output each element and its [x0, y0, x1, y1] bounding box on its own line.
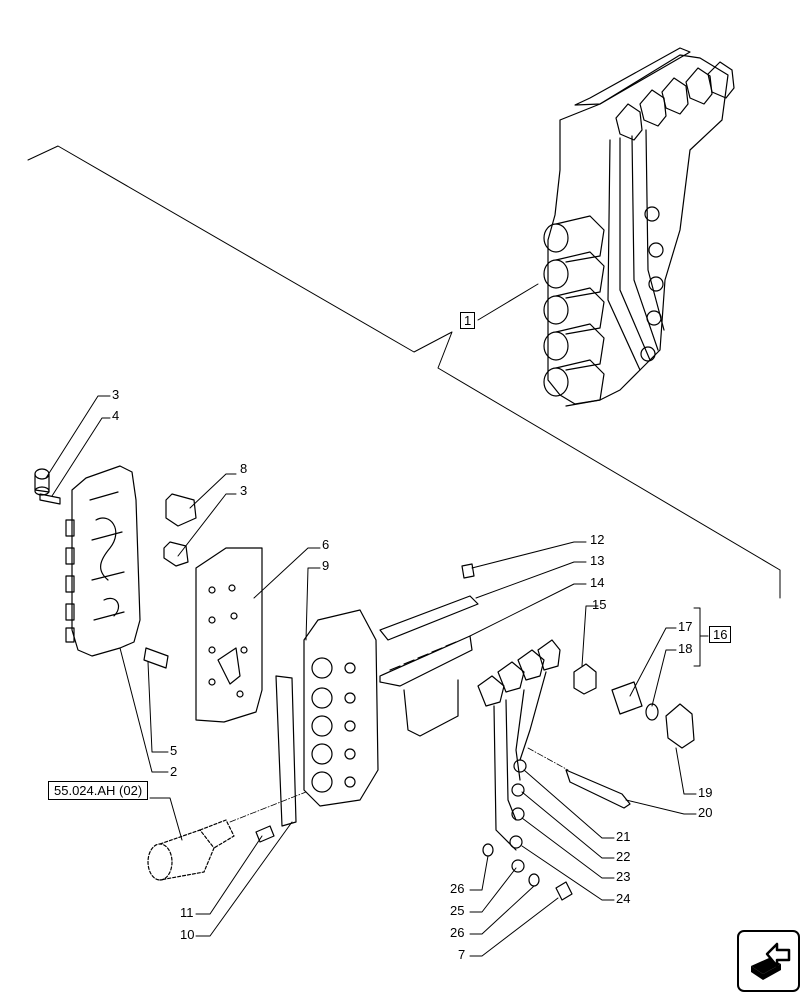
- callout-14[interactable]: 14: [590, 575, 605, 590]
- callout-5[interactable]: 5: [170, 743, 178, 758]
- callout-24[interactable]: 24: [616, 891, 631, 906]
- valve-cover-drawing: [65, 465, 141, 657]
- callout-13[interactable]: 13: [590, 553, 605, 568]
- bushing-8-drawing: [165, 493, 197, 527]
- callout-18[interactable]: 18: [678, 641, 693, 656]
- plate-14-drawing: [379, 635, 473, 737]
- leader-lines: [45, 283, 709, 957]
- valve-body-9-drawing: [303, 609, 379, 807]
- fitting-15-drawing: [573, 663, 597, 695]
- callout-26-lower[interactable]: 26: [450, 925, 465, 940]
- callout-10[interactable]: 10: [180, 927, 195, 942]
- callout-3-right[interactable]: 3: [240, 483, 248, 498]
- alignment-line: [527, 747, 569, 771]
- screw-5-drawing: [143, 647, 169, 669]
- callout-19[interactable]: 19: [698, 785, 713, 800]
- callout-2[interactable]: 2: [170, 764, 178, 779]
- screw-12-drawing: [461, 563, 475, 579]
- wire-harness-drawing: [477, 639, 561, 873]
- callout-12[interactable]: 12: [590, 532, 605, 547]
- callout-20[interactable]: 20: [698, 805, 713, 820]
- callout-23[interactable]: 23: [616, 869, 631, 884]
- callout-4[interactable]: 4: [112, 408, 120, 423]
- pin-3-drawing: [34, 468, 50, 496]
- gasket-6-drawing: [195, 547, 263, 723]
- screw-11-drawing: [255, 825, 275, 843]
- washer-26-drawing: [482, 843, 540, 887]
- reference-link-box[interactable]: 55.024.AH (02): [48, 781, 149, 800]
- solenoid-drawing: [147, 819, 235, 881]
- callout-22[interactable]: 22: [616, 849, 631, 864]
- connector-17-drawing: [611, 681, 643, 715]
- callout-1[interactable]: 1: [460, 312, 476, 329]
- cap-19-drawing: [665, 703, 695, 749]
- callout-3-left[interactable]: 3: [112, 387, 120, 402]
- bushing-3-drawing: [163, 541, 189, 567]
- separation-line: [27, 145, 781, 599]
- callout-6[interactable]: 6: [322, 537, 330, 552]
- callout-16[interactable]: 16: [709, 626, 732, 643]
- bracket-13-drawing: [379, 595, 479, 641]
- pipe-fittings: [640, 206, 664, 362]
- callout-17[interactable]: 17: [678, 619, 693, 634]
- callout-8[interactable]: 8: [240, 461, 248, 476]
- callout-9[interactable]: 9: [322, 558, 330, 573]
- screw-4-drawing: [39, 493, 61, 505]
- callout-7[interactable]: 7: [458, 947, 466, 962]
- valve-assembly-drawing: [543, 47, 735, 407]
- callout-11[interactable]: 11: [180, 905, 194, 920]
- connector-caps: [615, 61, 735, 141]
- bolt-20-drawing: [565, 769, 631, 809]
- solenoid-coils: [543, 215, 605, 407]
- gasket-10-drawing: [275, 675, 297, 827]
- plug-7-drawing: [555, 881, 573, 901]
- callout-26-upper[interactable]: 26: [450, 881, 465, 896]
- alignment-line: [229, 791, 307, 823]
- callout-25[interactable]: 25: [450, 903, 465, 918]
- arrow-navigation-icon[interactable]: [737, 930, 800, 992]
- callout-15[interactable]: 15: [592, 597, 607, 612]
- callout-21[interactable]: 21: [616, 829, 631, 844]
